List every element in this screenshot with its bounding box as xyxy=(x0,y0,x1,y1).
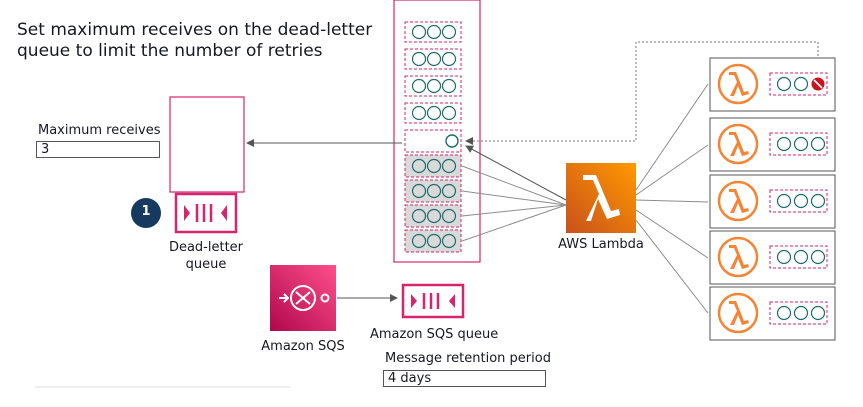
max-receives-field[interactable]: 3 xyxy=(36,141,160,158)
dlq-caption-line-1: Dead-letter xyxy=(168,240,244,255)
lambda-instance-3 xyxy=(709,174,836,229)
retention-label: Message retention period xyxy=(385,351,551,366)
failure-return-line xyxy=(465,41,819,145)
lambda-poll-lines xyxy=(461,165,567,242)
lambda-instance-lines xyxy=(635,83,709,314)
lambda-instance-4 xyxy=(709,230,836,285)
return-arrow xyxy=(465,145,567,201)
sqs-queue-icon xyxy=(401,283,465,319)
lambda-instance-5 xyxy=(709,286,836,341)
lambda-service-icon xyxy=(566,163,636,233)
dead-letter-queue-icon xyxy=(174,192,238,234)
dead-letter-queue-box xyxy=(169,96,245,193)
in-flight-messages xyxy=(404,154,462,253)
amazon-sqs-label: Amazon SQS xyxy=(261,339,345,354)
diagram-title-line-2: queue to limit the number of retries xyxy=(17,41,323,61)
step-badge xyxy=(131,198,161,228)
lambda-instance-2 xyxy=(709,117,836,172)
retention-field[interactable]: 4 days xyxy=(383,370,546,387)
message-stack xyxy=(404,21,462,124)
message-circle xyxy=(445,134,459,148)
diagram-title-line-1: Set maximum receives on the dead-letter xyxy=(17,20,373,40)
sqs-service-icon xyxy=(270,265,336,331)
dlq-caption-line-2: queue xyxy=(185,257,227,272)
lambda-instance-1 xyxy=(709,57,836,112)
sqs-queue-label: Amazon SQS queue xyxy=(370,327,499,342)
step-badge-number: 1 xyxy=(141,204,151,219)
single-message xyxy=(404,129,462,153)
max-receives-label: Maximum receives xyxy=(38,123,161,138)
aws-lambda-label: AWS Lambda xyxy=(558,237,644,252)
